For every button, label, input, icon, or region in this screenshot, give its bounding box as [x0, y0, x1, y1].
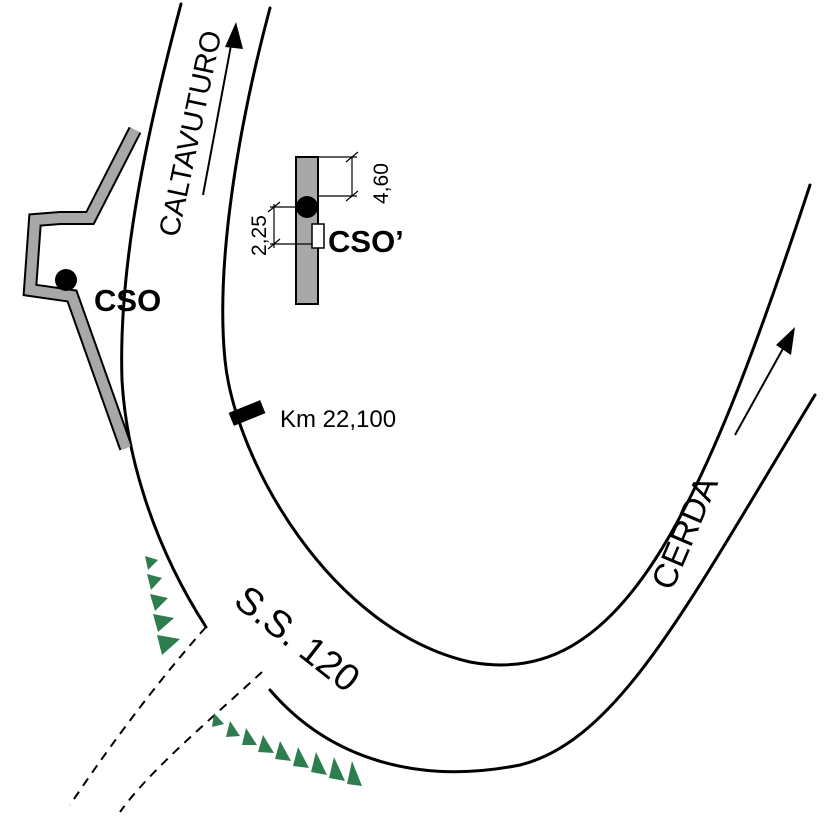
embankment-tick-icon	[242, 728, 257, 745]
km-marker-icon	[228, 400, 266, 426]
embankment-tick-icon	[212, 713, 224, 727]
road-edge-left	[120, 2, 208, 629]
embankment-tick-icon	[145, 556, 158, 570]
label-dim-upper: 4,60	[370, 163, 393, 204]
embankment-tick-icon	[347, 761, 362, 786]
side-road-edge	[69, 626, 207, 806]
embankment-ticks-lower	[212, 713, 362, 786]
label-caltavuturo: CALTAVUTURO	[154, 28, 229, 240]
embankment-tick-icon	[329, 757, 345, 781]
embankment-tick-icon	[258, 735, 274, 753]
embankment-tick-icon	[150, 594, 168, 611]
embankment-ticks-upper	[145, 556, 180, 655]
embankment-tick-icon	[275, 741, 291, 761]
station-dot-icon	[55, 269, 77, 291]
road-edge-bottom	[268, 393, 817, 774]
embankment-tick-icon	[153, 614, 174, 632]
label-cso-prime: CSO’	[328, 224, 404, 259]
embankment-tick-icon	[226, 721, 240, 737]
cso-prime-notch	[311, 223, 325, 249]
embankment-tick-icon	[147, 574, 162, 590]
label-cerda: CERDA	[644, 470, 726, 595]
embankment-tick-icon	[293, 747, 309, 768]
arrow-east-icon	[734, 327, 795, 436]
dimension-lines	[267, 151, 359, 250]
label-km-marker: Km 22,100	[280, 406, 396, 433]
side-road-edge	[119, 671, 263, 813]
embankment-tick-icon	[311, 752, 327, 775]
embankment-tick-icon	[157, 635, 180, 655]
label-dim-lower: 2,25	[248, 215, 271, 256]
cso-structure-fill	[24, 127, 140, 450]
label-highway: S.S. 120	[226, 578, 367, 701]
label-cso: CSO	[94, 283, 161, 318]
road-edge-right	[221, 6, 812, 667]
station-dot-icon	[296, 196, 318, 218]
arrow-north-icon	[202, 22, 243, 196]
